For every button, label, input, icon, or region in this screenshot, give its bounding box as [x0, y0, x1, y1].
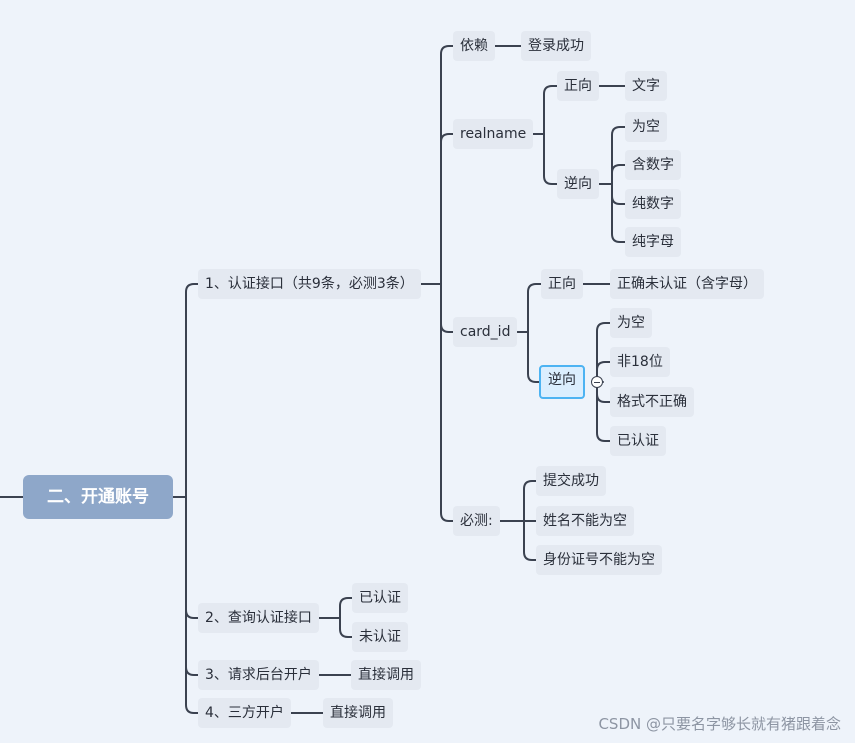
root-node[interactable]: 二、开通账号 [23, 475, 173, 519]
connector-line [523, 480, 537, 522]
node-must-test[interactable]: 必测: [453, 506, 500, 536]
connector-line [523, 520, 537, 561]
connector-line [543, 85, 558, 135]
connector-line [596, 361, 611, 383]
connector-line [440, 283, 454, 522]
connector-line [527, 283, 542, 333]
connector-line [185, 496, 199, 714]
connector-line [611, 183, 626, 243]
node-realname-neg-empty[interactable]: 为空 [625, 112, 667, 142]
node-query-api[interactable]: 2、查询认证接口 [198, 603, 319, 633]
node-must-id-required[interactable]: 身份证号不能为空 [536, 545, 662, 575]
node-realname-neg-letters[interactable]: 纯字母 [625, 227, 681, 257]
connector-line [611, 164, 626, 185]
connector-line [596, 381, 611, 442]
connector-line [185, 496, 199, 676]
node-cardid-neg-empty[interactable]: 为空 [610, 308, 652, 338]
node-must-name-required[interactable]: 姓名不能为空 [536, 506, 634, 536]
node-backend-direct[interactable]: 直接调用 [351, 660, 421, 690]
connector-line [440, 283, 454, 333]
node-third-direct[interactable]: 直接调用 [323, 698, 393, 728]
node-realname-neg-numbers[interactable]: 纯数字 [625, 189, 681, 219]
node-login-success[interactable]: 登录成功 [521, 31, 591, 61]
node-realname-negative[interactable]: 逆向 [557, 169, 599, 199]
connector-line [440, 133, 454, 285]
connector-line [527, 331, 540, 383]
node-cardid-neg-not18[interactable]: 非18位 [610, 347, 670, 377]
connector-line [185, 283, 199, 498]
connector-line [185, 496, 199, 619]
node-cardid-positive-valid[interactable]: 正确未认证（含字母） [610, 269, 764, 299]
node-query-unverified[interactable]: 未认证 [352, 622, 408, 652]
connector-line [440, 45, 454, 285]
node-realname-neg-digits[interactable]: 含数字 [625, 150, 681, 180]
node-auth-api[interactable]: 1、认证接口（共9条，必测3条） [198, 269, 421, 299]
connector-line [611, 126, 626, 185]
connector-line [611, 183, 626, 205]
watermark: CSDN @只要名字够长就有猪跟着念 [598, 715, 841, 733]
connector-line [339, 597, 353, 619]
node-dependency[interactable]: 依赖 [453, 31, 495, 61]
collapse-icon[interactable] [591, 376, 603, 388]
node-backend-open[interactable]: 3、请求后台开户 [198, 660, 319, 690]
connector-line [543, 133, 558, 185]
node-query-verified[interactable]: 已认证 [352, 583, 408, 613]
node-realname-positive-text[interactable]: 文字 [625, 71, 667, 101]
node-card-id[interactable]: card_id [453, 317, 518, 347]
node-cardid-positive[interactable]: 正向 [541, 269, 583, 299]
node-realname-positive[interactable]: 正向 [557, 71, 599, 101]
node-must-submit[interactable]: 提交成功 [536, 466, 606, 496]
node-cardid-neg-format[interactable]: 格式不正确 [610, 387, 694, 417]
connector-line [596, 322, 611, 383]
node-cardid-negative[interactable]: 逆向 [539, 365, 585, 399]
node-realname[interactable]: realname [453, 119, 534, 149]
node-third-party-open[interactable]: 4、三方开户 [198, 698, 291, 728]
node-cardid-neg-verified[interactable]: 已认证 [610, 426, 666, 456]
connector-line [339, 617, 353, 638]
